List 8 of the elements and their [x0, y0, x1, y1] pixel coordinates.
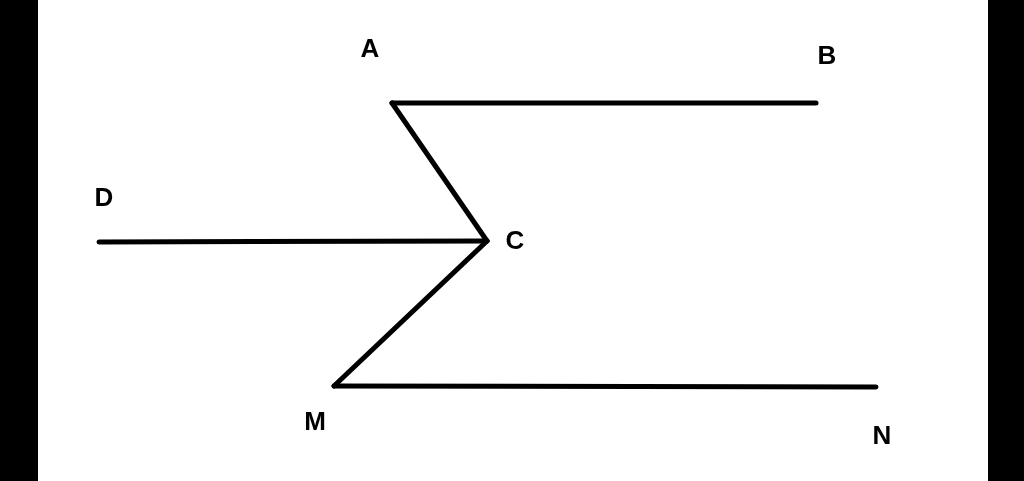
point-label: M [304, 386, 334, 435]
point-label: D [93, 183, 115, 242]
point-label: C [487, 226, 526, 254]
line-segment [331, 238, 490, 389]
line-segment [331, 383, 879, 390]
point-label: B [816, 41, 838, 103]
point-label: A [359, 34, 392, 103]
point-label: N [871, 387, 893, 449]
